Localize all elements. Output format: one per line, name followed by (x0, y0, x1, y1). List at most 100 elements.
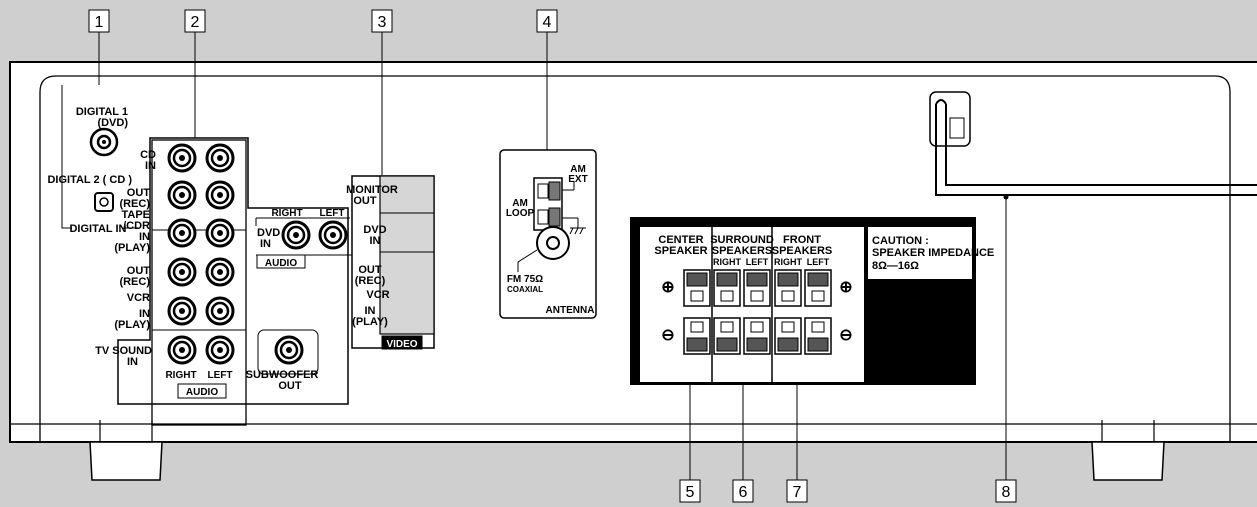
rca-jack-left-2 (205, 180, 235, 210)
rca-jack-left-5 (205, 296, 235, 326)
front-speakers-label-2: SPEAKERS (772, 245, 833, 257)
audio-left-label: LEFT (208, 370, 233, 381)
am-ext-label-1: AM (570, 164, 586, 175)
speaker-terminal-minus-1 (683, 317, 711, 355)
tape-label-1: OUT (127, 187, 151, 199)
center-speaker-label-2: SPEAKER (654, 245, 707, 257)
surround-right-label: RIGHT (713, 257, 742, 267)
callout-5-label: 5 (686, 484, 695, 501)
antenna-label: ANTENNA (546, 305, 595, 316)
video-vcr-label-1: OUT (358, 264, 382, 276)
speaker-terminals (683, 269, 832, 355)
monitor-out-label-2: OUT (353, 195, 377, 207)
caution-label-1: CAUTION : (872, 235, 929, 247)
rca-jack-right-3 (167, 218, 197, 248)
tape-label-5: IN (139, 231, 150, 243)
video-group-label: VIDEO (386, 339, 417, 350)
callout-3-label: 3 (378, 14, 387, 31)
chassis-inner-bevel (39, 75, 1231, 442)
video-vcr-label-4: IN (365, 305, 376, 317)
digital1-label: DIGITAL 1 (76, 106, 128, 118)
tape-label-2: (REC) (119, 198, 150, 210)
speaker-terminal-plus-3 (743, 269, 771, 307)
cd-in-label-1: CD (140, 149, 156, 161)
rca-jack-right-1 (167, 143, 197, 173)
digital-in-label: DIGITAL IN (69, 223, 126, 235)
speaker-terminal-minus-5 (804, 317, 832, 355)
tv-sound-label-1: TV SOUND (95, 345, 152, 357)
rca-jack-left-1 (205, 143, 235, 173)
dvd-audio-in-label-1: DVD (257, 227, 280, 239)
video-vcr-label-3: VCR (366, 289, 389, 301)
vcr-audio-label-4: IN (139, 308, 150, 320)
video-panel: MONITOR OUT DVD IN OUT (REC) VCR IN (PLA… (346, 175, 435, 350)
callout-2-label: 2 (191, 14, 200, 31)
left-foot (89, 420, 163, 481)
vcr-audio-label-3: VCR (127, 292, 150, 304)
tape-label-6: (PLAY) (114, 242, 150, 254)
speaker-terminal-plus-1 (683, 269, 711, 307)
am-terminals (533, 177, 586, 235)
front-right-label: RIGHT (774, 257, 803, 267)
dvd-audio-right-label: RIGHT (271, 208, 302, 219)
audio-right-label: RIGHT (165, 370, 196, 381)
speaker-terminal-minus-3 (743, 317, 771, 355)
plus-symbol-right: ⊕ (839, 279, 852, 296)
dvd-audio-left-label: LEFT (320, 208, 345, 219)
right-foot (1091, 420, 1165, 481)
callout-2: 2 (184, 9, 206, 138)
digital-inputs: DIGITAL 1 (DVD) DIGITAL 2 ( CD ) DIGITAL… (47, 85, 140, 235)
vcr-audio-label-2: (REC) (119, 276, 150, 288)
am-ext-label-2: EXT (568, 174, 587, 185)
callout-6-label: 6 (739, 484, 748, 501)
subwoofer-out-jack (274, 335, 304, 365)
callout-8-label: 8 (1002, 484, 1011, 501)
vcr-audio-label-1: OUT (127, 265, 151, 277)
minus-symbol-right: ⊖ (839, 327, 852, 344)
subwoofer-label-2: OUT (278, 380, 302, 392)
rca-jack-left-3 (205, 218, 235, 248)
audio-inputs-panel: CD IN OUT (REC) TAPE /CDR IN (PLAY) OUT … (95, 137, 349, 426)
front-left-label: LEFT (807, 257, 830, 267)
dvd-audio-in-label-2: IN (260, 238, 271, 250)
digital2-optical-jack (94, 192, 114, 212)
callout-3: 3 (371, 9, 393, 175)
tape-label-4: /CDR (123, 220, 150, 232)
rca-jack-left-4 (205, 257, 235, 287)
digital1-sub-label: (DVD) (97, 117, 128, 129)
video-vcr-label-2: (REC) (355, 275, 386, 287)
vcr-audio-label-5: (PLAY) (114, 319, 150, 331)
callout-1-label: 1 (95, 14, 104, 31)
video-dvd-in-label-1: DVD (363, 224, 386, 236)
audio-inputs-group-label: AUDIO (186, 387, 218, 398)
callout-1: 1 (88, 9, 110, 85)
tv-sound-label-2: IN (127, 356, 138, 368)
speaker-terminal-minus-2 (713, 317, 741, 355)
fm-coaxial-jack (517, 226, 570, 272)
minus-symbol-left: ⊖ (661, 327, 674, 344)
speaker-terminal-plus-4 (774, 269, 802, 307)
dvd-audio-jack-right (281, 220, 311, 250)
front-speakers-label-1: FRONT (783, 234, 821, 246)
digital2-label: DIGITAL 2 ( CD ) (47, 174, 132, 186)
surround-speakers-label-1: SURROUND (710, 234, 774, 246)
fm-label-1: FM 75Ω (507, 274, 543, 285)
speaker-terminal-minus-4 (774, 317, 802, 355)
speaker-terminal-plus-2 (713, 269, 741, 307)
video-vcr-label-5: (PLAY) (352, 316, 388, 328)
rca-jack-right-2 (167, 180, 197, 210)
callout-7-label: 7 (793, 484, 802, 501)
am-loop-label-1: AM (512, 198, 528, 209)
antenna-panel: AM EXT AM LOOP FM 75Ω COAXIAL ANTENNA (499, 149, 597, 319)
center-speaker-label-1: CENTER (658, 234, 703, 246)
digital1-coaxial-jack (89, 127, 119, 157)
am-loop-label-2: LOOP (506, 208, 535, 219)
callout-4: 4 (536, 9, 558, 150)
video-dvd-in-label-2: IN (370, 235, 381, 247)
speaker-terminal-plus-5 (804, 269, 832, 307)
dvd-audio-group-label: AUDIO (265, 258, 297, 269)
caution-label-3: 8Ω—16Ω (872, 260, 919, 272)
callout-4-label: 4 (543, 14, 552, 31)
